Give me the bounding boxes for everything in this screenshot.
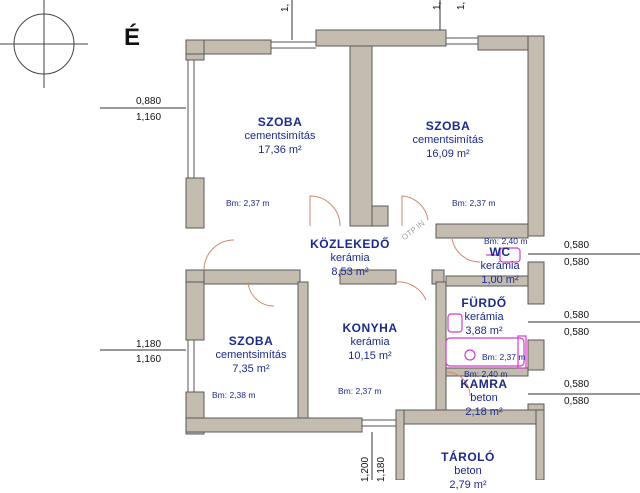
room-konyha: KONYHA kerámia 10,15 m² bbox=[330, 321, 410, 364]
north-label: É bbox=[124, 24, 141, 51]
windows bbox=[187, 37, 478, 427]
room-name: WC bbox=[489, 245, 511, 259]
sink bbox=[447, 313, 463, 333]
window-dim-bottom-b: 1,180 bbox=[376, 456, 387, 482]
room-area: 1,00 m² bbox=[481, 273, 519, 286]
window-dim-mid-left-upper: 1,180 bbox=[136, 339, 162, 350]
doors bbox=[203, 195, 481, 397]
room-area: 17,36 m² bbox=[258, 143, 302, 156]
room-area: 2,18 m² bbox=[465, 405, 503, 418]
room-material: cementsimítás bbox=[244, 130, 316, 142]
room-szoba-2: SZOBA cementsimítás 16,09 m² bbox=[408, 119, 488, 162]
room-area: 8,53 m² bbox=[331, 265, 369, 278]
room-szoba-1: SZOBA cementsimítás 17,36 m² bbox=[240, 115, 320, 158]
room-area: 3,88 m² bbox=[465, 324, 503, 337]
ceiling-height-szoba-2: Bm: 2,37 m bbox=[452, 198, 496, 208]
room-material: kerámia bbox=[464, 311, 504, 323]
window-dim-top-left-upper: 0,880 bbox=[136, 96, 162, 107]
window-dim-bottom-a: 1,200 bbox=[360, 456, 371, 482]
room-material: beton bbox=[454, 465, 482, 477]
room-material: beton bbox=[470, 392, 498, 404]
window-dim-top-left-lower: 1,160 bbox=[136, 112, 162, 123]
ceiling-height-wc: Bm: 2,40 m bbox=[484, 236, 528, 246]
room-material: cementsimítás bbox=[412, 134, 484, 146]
room-name: KONYHA bbox=[342, 321, 398, 335]
room-name: TÁROLÓ bbox=[441, 450, 495, 464]
window-dim-kamra-upper: 0,580 bbox=[564, 379, 590, 390]
ceiling-height-szoba-3: Bm: 2,38 m bbox=[212, 390, 256, 400]
ceiling-height-szoba-1: Bm: 2,37 m bbox=[226, 198, 270, 208]
room-name: SZOBA bbox=[425, 119, 471, 133]
compass bbox=[0, 0, 88, 88]
window-dim-furdo-upper: 0,580 bbox=[564, 310, 590, 321]
room-szoba-3: SZOBA cementsimítás 7,35 m² bbox=[206, 334, 296, 377]
walls bbox=[185, 29, 545, 480]
window-dim-top-c: 1, bbox=[456, 1, 467, 10]
window-dim-furdo-lower: 0,580 bbox=[564, 327, 590, 338]
dimension-lines bbox=[100, 0, 640, 480]
room-area: 10,15 m² bbox=[348, 349, 392, 362]
room-name: SZOBA bbox=[257, 115, 303, 129]
room-area: 2,79 m² bbox=[449, 478, 487, 491]
ceiling-height-kamra: Bm: 2,40 m bbox=[464, 369, 508, 379]
window-dim-top-b: 1, bbox=[432, 1, 443, 10]
bathroom-fixtures bbox=[445, 247, 527, 369]
room-area: 16,09 m² bbox=[426, 147, 470, 160]
room-kamra: KAMRA beton 2,18 m² bbox=[452, 377, 516, 420]
room-material: kerámia bbox=[480, 260, 520, 272]
room-kozlekedo: KÖZLEKEDŐ kerámia 8,53 m² bbox=[310, 237, 390, 280]
window-dim-top-a: 1, bbox=[280, 3, 291, 12]
ceiling-height-konyha: Bm: 2,37 m bbox=[338, 386, 382, 396]
bathtub bbox=[445, 337, 525, 367]
ceiling-height-furdo: Bm: 2,37 m bbox=[482, 352, 526, 362]
room-furdo: FÜRDŐ kerámia 3,88 m² bbox=[452, 296, 516, 339]
window-dim-kamra-lower: 0,580 bbox=[564, 396, 590, 407]
room-name: FÜRDŐ bbox=[461, 296, 507, 310]
room-material: kerámia bbox=[350, 336, 390, 348]
room-material: cementsimítás bbox=[215, 349, 287, 361]
window-dim-mid-left-lower: 1,160 bbox=[136, 354, 162, 365]
room-name: KAMRA bbox=[460, 377, 508, 391]
room-name: SZOBA bbox=[228, 334, 274, 348]
room-tarolo: TÁROLÓ beton 2,79 m² bbox=[428, 450, 508, 493]
window-dim-wc-lower: 0,580 bbox=[564, 257, 590, 268]
room-name: KÖZLEKEDŐ bbox=[310, 237, 390, 251]
room-material: kerámia bbox=[330, 252, 370, 264]
room-wc: WC kerámia 1,00 m² bbox=[478, 245, 522, 288]
bath-edge bbox=[517, 335, 527, 369]
window-dim-wc-upper: 0,580 bbox=[564, 240, 590, 251]
room-area: 7,35 m² bbox=[232, 362, 270, 375]
floor-plan bbox=[0, 0, 640, 480]
